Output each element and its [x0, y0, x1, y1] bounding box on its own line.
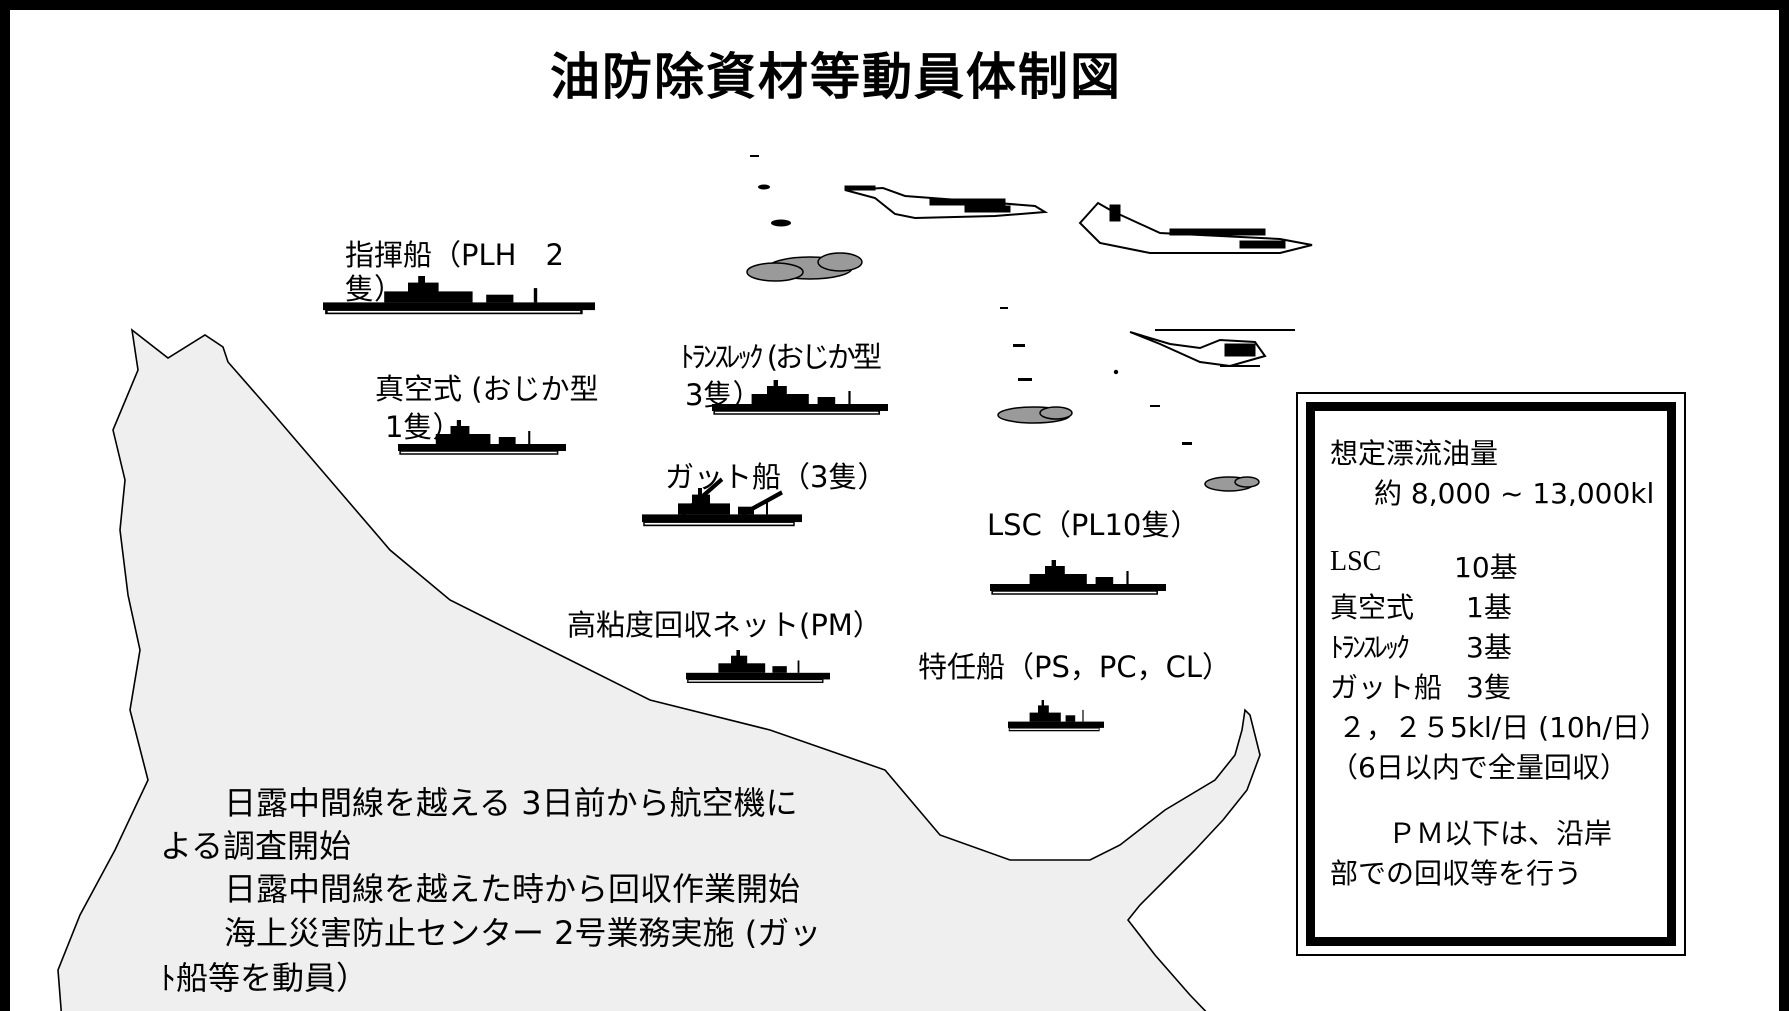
pm-ship-icon: [685, 649, 831, 684]
recovery-days: （6日以内で全量回収）: [1330, 751, 1628, 784]
cloud-icon: [997, 406, 1073, 424]
vacuum-name: 真空式: [1330, 591, 1415, 624]
vacuum-label: 真空式 (おじか型: [375, 372, 599, 406]
transrec-label: ﾄﾗﾝｽﾚｯｸ (おじか型: [680, 340, 882, 374]
land-mass: [57, 328, 1261, 1011]
gut-ship-icon: [640, 477, 804, 527]
vacuum-label: 1隻）: [385, 410, 462, 444]
transrec-label: 3隻）: [685, 378, 762, 412]
helicopter-icon: [1129, 329, 1295, 368]
coastal-note: ＰＭ以下は、沿岸: [1388, 817, 1613, 850]
vacuum-count: 1基: [1466, 591, 1512, 624]
lsc-name: LSC: [1330, 546, 1382, 577]
lsc-ship-icon: [988, 558, 1168, 596]
lsc-count: 10基: [1454, 551, 1518, 584]
oil-amount: 約 8,000 ~ 13,000kl: [1374, 477, 1655, 510]
note-line: よる調査開始: [160, 827, 352, 865]
page-title: 油防除資材等動員体制図: [550, 48, 1122, 106]
summary-box: 想定漂流油量 約 8,000 ~ 13,000kl LSC 10基 真空式 1基…: [1296, 392, 1686, 956]
note-line: 日露中間線を越える 3日前から航空機に: [160, 784, 798, 822]
gut-name: ガット船: [1330, 671, 1443, 704]
coastal-note: 部での回収等を行う: [1330, 857, 1583, 890]
special-ship-icon: [1007, 699, 1105, 732]
cloud-icon: [746, 252, 863, 282]
transrec-count: 3基: [1466, 631, 1512, 664]
patrol-aircraft-icon: [844, 185, 1049, 220]
spray-marks: [750, 155, 1192, 445]
pm-net-label: 高粘度回収ネット(PM）: [567, 608, 882, 642]
gut-ship-label: ガット船（3隻）: [665, 460, 887, 494]
special-ship-label: 特任船（PS，PC，CL）: [918, 650, 1232, 684]
lsc-label: LSC（PL10隻）: [987, 508, 1200, 542]
transrec-name: ﾄﾗﾝｽﾚｯｸ: [1330, 631, 1410, 664]
oil-heading: 想定漂流油量: [1330, 437, 1499, 470]
patrol-aircraft-icon: [1078, 201, 1313, 254]
note-line: 海上災害防止センター 2号業務実施 (ガッ: [160, 914, 822, 952]
command-ship-label: 隻）: [345, 272, 404, 306]
cloud-icon: [1204, 476, 1260, 492]
note-line: 日露中間線を越えた時から回収作業開始: [160, 870, 801, 908]
summary-box-border: [1306, 402, 1676, 946]
note-line: ﾄ船等を動員）: [160, 959, 369, 997]
gut-count: 3隻: [1466, 671, 1512, 704]
command-ship-label: 指揮船（PLH 2: [345, 238, 564, 272]
diagram-canvas: [57, 155, 1313, 1011]
capacity: ２，２５5kl/日 (10h/日）: [1338, 711, 1668, 744]
